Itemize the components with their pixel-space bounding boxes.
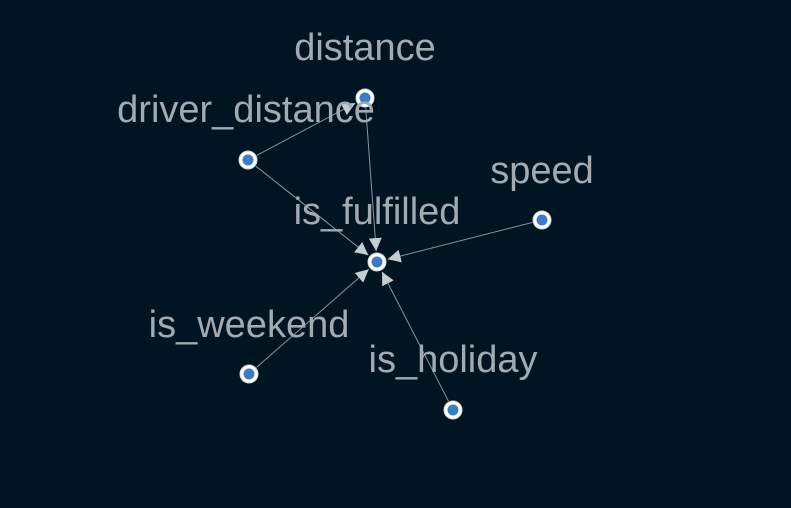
node-dot — [359, 92, 371, 104]
edge-is_holiday-to-is_fulfilled — [381, 271, 449, 402]
node-is_holiday[interactable]: is_holiday — [369, 339, 538, 420]
node-dot — [242, 154, 254, 166]
node-label-speed: speed — [490, 150, 594, 192]
node-dot — [447, 404, 459, 416]
edge-driver_distance-to-is_fulfilled — [255, 165, 369, 256]
node-label-is_holiday: is_holiday — [369, 339, 538, 381]
node-dot — [536, 214, 548, 226]
node-distance[interactable]: distance — [294, 27, 436, 108]
node-is_fulfilled[interactable]: is_fulfilled — [294, 191, 461, 272]
node-label-is_fulfilled: is_fulfilled — [294, 191, 461, 233]
edges-layer — [255, 102, 533, 402]
node-speed[interactable]: speed — [490, 150, 594, 230]
edge-driver_distance-to-distance — [256, 102, 356, 156]
node-dot — [243, 368, 255, 380]
edge-distance-to-is_fulfilled — [365, 107, 382, 252]
edge-speed-to-is_fulfilled — [387, 221, 533, 263]
edge-is_weekend-to-is_fulfilled — [256, 268, 370, 368]
node-label-driver_distance: driver_distance — [117, 89, 375, 131]
node-is_weekend[interactable]: is_weekend — [149, 304, 350, 384]
node-label-distance: distance — [294, 27, 436, 69]
node-dot — [371, 256, 383, 268]
node-label-is_weekend: is_weekend — [149, 304, 350, 346]
node-driver_distance[interactable]: driver_distance — [117, 89, 375, 170]
